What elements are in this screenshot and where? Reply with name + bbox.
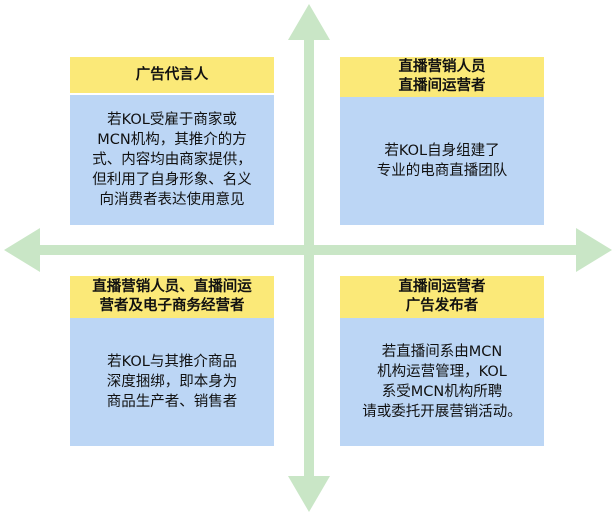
body-line: 若KOL自身组建了 xyxy=(384,143,500,159)
quadrant-top-left-title: 广告代言人 xyxy=(70,57,274,93)
body-line: 若KOL受雇于商家或 xyxy=(107,112,237,128)
title-line: 广告代言人 xyxy=(135,66,209,83)
quadrant-bottom-right-title: 直播间运营者 广告发布者 xyxy=(340,276,544,318)
body-line: 但利用了自身形象、名义 xyxy=(92,172,252,188)
title-line: 直播营销人员 xyxy=(398,59,486,75)
title-line: 营者及电子商务经营者 xyxy=(99,298,245,314)
body-line: 专业的电商直播团队 xyxy=(376,163,508,179)
body-line: 机构运营管理，KOL xyxy=(377,364,507,380)
body-line: 商品生产者、销售者 xyxy=(106,394,238,410)
title-line: 广告发布者 xyxy=(405,298,479,314)
body-line: 深度捆绑，即本身为 xyxy=(106,374,238,390)
quadrant-bottom-left-title: 直播营销人员、直播间运 营者及电子商务经营者 xyxy=(70,276,274,318)
body-line: 式、内容均由商家提供， xyxy=(92,152,252,168)
title-line: 直播间运营者 xyxy=(398,78,486,94)
title-line: 直播营销人员、直播间运 xyxy=(92,279,252,295)
quadrant-bottom-left-body: 若KOL与其推介商品 深度捆绑，即本身为 商品生产者、销售者 xyxy=(70,318,274,446)
vertical-arrow xyxy=(288,4,330,512)
body-line: 系受MCN机构所聘 xyxy=(381,384,503,400)
horizontal-arrow xyxy=(4,228,612,272)
quadrant-top-left-body: 若KOL受雇于商家或 MCN机构，其推介的方 式、内容均由商家提供， 但利用了自… xyxy=(70,95,274,225)
quadrant-top-right-body: 若KOL自身组建了 专业的电商直播团队 xyxy=(340,97,544,225)
quadrant-bottom-right-body: 若直播间系由MCN 机构运营管理，KOL 系受MCN机构所聘 请或委托开展营销活… xyxy=(340,318,544,446)
title-line: 直播间运营者 xyxy=(398,279,486,295)
body-line: 向消费者表达使用意见 xyxy=(99,192,245,208)
body-line: 请或委托开展营销活动。 xyxy=(362,404,522,420)
body-line: 若KOL与其推介商品 xyxy=(107,354,237,370)
body-line: 若直播间系由MCN xyxy=(381,344,503,360)
body-line: MCN机构，其推介的方 xyxy=(97,132,247,148)
quadrant-top-right-title: 直播营销人员 直播间运营者 xyxy=(340,57,544,97)
